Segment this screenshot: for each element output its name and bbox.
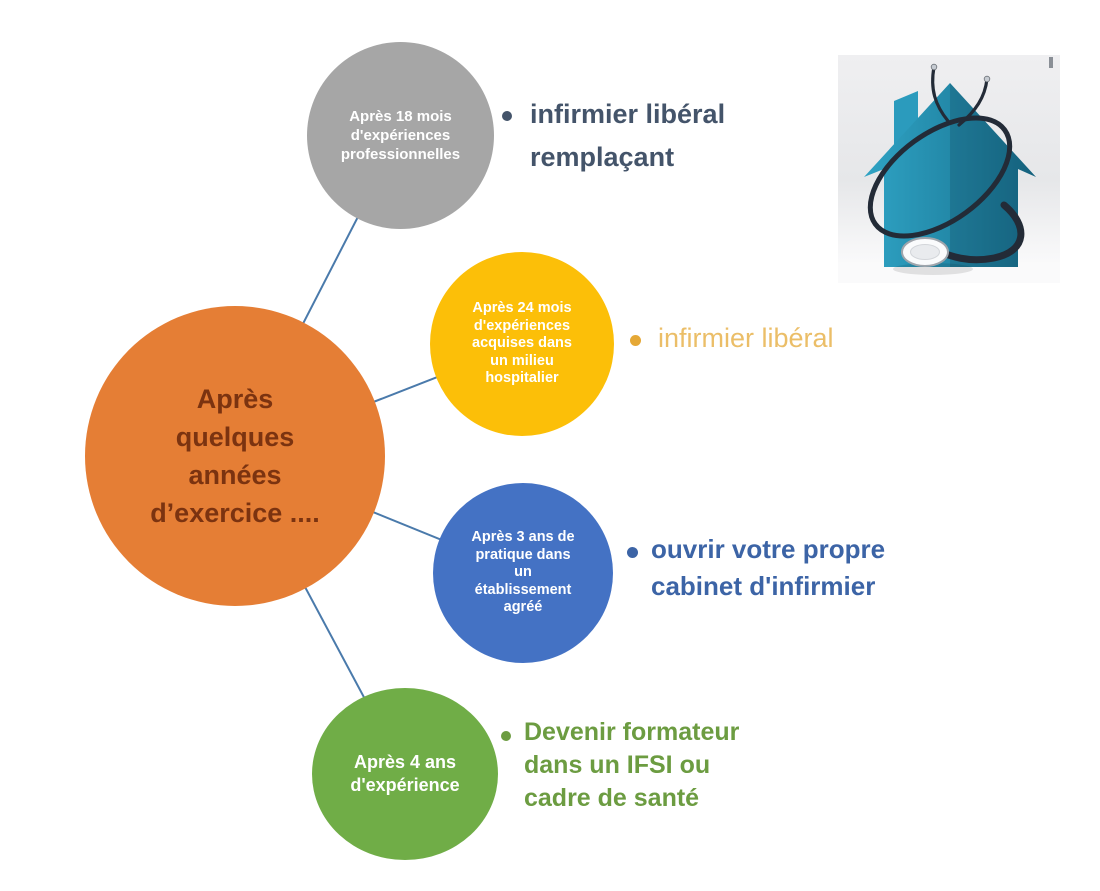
stethoscope-loop — [867, 115, 1013, 239]
branch-circle-24-mois: Après 24 mois d'expériences acquises dan… — [430, 252, 614, 436]
branch-circle-line: un milieu — [490, 352, 554, 369]
bullet-text-line: dans un IFSI ou — [524, 751, 711, 779]
photo-artifact — [1049, 57, 1053, 68]
bullet-text-line: ouvrir votre propre — [651, 534, 886, 564]
bullet-text: infirmier libéral — [658, 320, 834, 356]
center-circle-line: quelques — [175, 422, 295, 452]
bullet-text-line: cabinet d'infirmier — [651, 571, 876, 601]
branch-circle-line: d'expériences — [473, 317, 571, 334]
stethoscope-binaural-left — [931, 65, 950, 123]
bullet-item-infirmier-liberal: infirmier libéral — [630, 320, 834, 356]
branch-circle-line: professionnelles — [340, 146, 461, 163]
branch-circle-3-ans: Après 3 ans de pratique dans un établiss… — [433, 483, 613, 663]
house-stethoscope-image — [838, 55, 1060, 283]
branch-circle-line: pratique dans — [475, 546, 571, 563]
bullet-text-line: cadre de santé — [524, 784, 700, 812]
bullet-dot-icon — [501, 731, 511, 741]
center-circle-line: Après — [196, 384, 274, 414]
branch-circle-4-ans: Après 4 ans d'expérience — [312, 688, 498, 860]
bullet-text-line: infirmier libéral — [530, 99, 726, 129]
branch-circle-line: Après 24 mois — [472, 300, 572, 317]
branch-circle-line: un — [514, 564, 532, 581]
branch-circle-line: Après 18 mois — [349, 108, 452, 125]
branch-circle-line: d'expérience — [350, 775, 460, 795]
stethoscope-tube — [934, 201, 1025, 264]
bullet-text-line: Devenir formateur — [524, 718, 740, 746]
branch-circle-line: d'expériences — [350, 127, 451, 144]
bullet-text: Devenir formateur dans un IFSI ou cadre … — [524, 716, 739, 815]
branch-circle-18-mois: Après 18 mois d'expériences professionne… — [307, 42, 494, 229]
stethoscope-earpiece — [983, 75, 991, 83]
branch-circle-line: Après 4 ans — [353, 752, 457, 772]
stethoscope-binaural-right — [957, 77, 989, 127]
bullet-text: infirmier libéral remplaçant — [530, 93, 725, 179]
center-circle-apres-quelques-annees: Après quelques années d’exercice .... — [85, 306, 385, 606]
branch-circle-line: Après 3 ans de — [471, 529, 575, 546]
ground-shadow — [893, 263, 973, 275]
stethoscope-earpiece — [930, 63, 938, 71]
bullet-dot-icon — [502, 111, 512, 121]
house-shape — [864, 83, 1036, 267]
branch-circle-line: agréé — [503, 599, 543, 616]
bullet-text: ouvrir votre propre cabinet d'infirmier — [651, 531, 885, 605]
stethoscope-chestpiece-inner — [910, 244, 940, 260]
center-circle-line: d’exercice .... — [150, 498, 320, 528]
house-stethoscope-illustration — [838, 55, 1060, 283]
bullet-item-ouvrir-cabinet: ouvrir votre propre cabinet d'infirmier — [627, 531, 885, 605]
bullet-text-line: infirmier libéral — [658, 323, 834, 353]
bullet-item-infirmier-liberal-remplacant: infirmier libéral remplaçant — [502, 93, 725, 179]
center-circle-line: années — [188, 460, 282, 490]
branch-circle-line: hospitalier — [485, 370, 559, 387]
bullet-item-devenir-formateur: Devenir formateur dans un IFSI ou cadre … — [501, 716, 739, 815]
bullet-text-line: remplaçant — [530, 142, 675, 172]
branch-circle-line: établissement — [474, 581, 572, 598]
branch-circle-line: acquises dans — [472, 335, 572, 352]
bullet-dot-icon — [630, 335, 641, 346]
bullet-dot-icon — [627, 547, 638, 558]
